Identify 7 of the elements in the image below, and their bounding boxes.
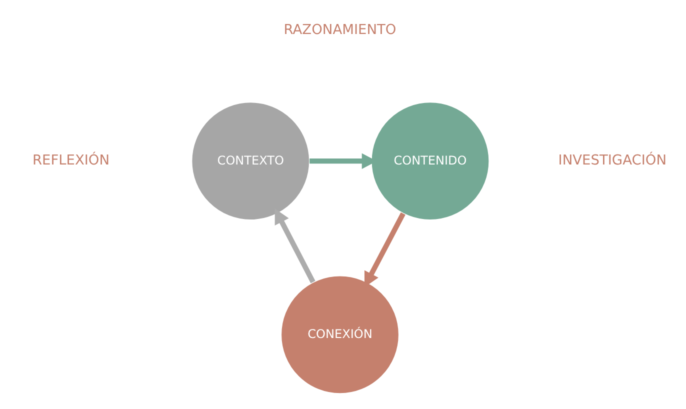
node-circle: CONTEXTO — [191, 102, 310, 220]
arrow — [274, 208, 316, 284]
node-circle: CONTENIDO — [370, 102, 490, 220]
label: RAZONAMIENTO — [284, 22, 396, 38]
label: INVESTIGACIÓN — [558, 152, 667, 168]
node-circle: CONEXIÓN — [280, 275, 400, 394]
label: REFLEXIÓN — [32, 152, 110, 168]
